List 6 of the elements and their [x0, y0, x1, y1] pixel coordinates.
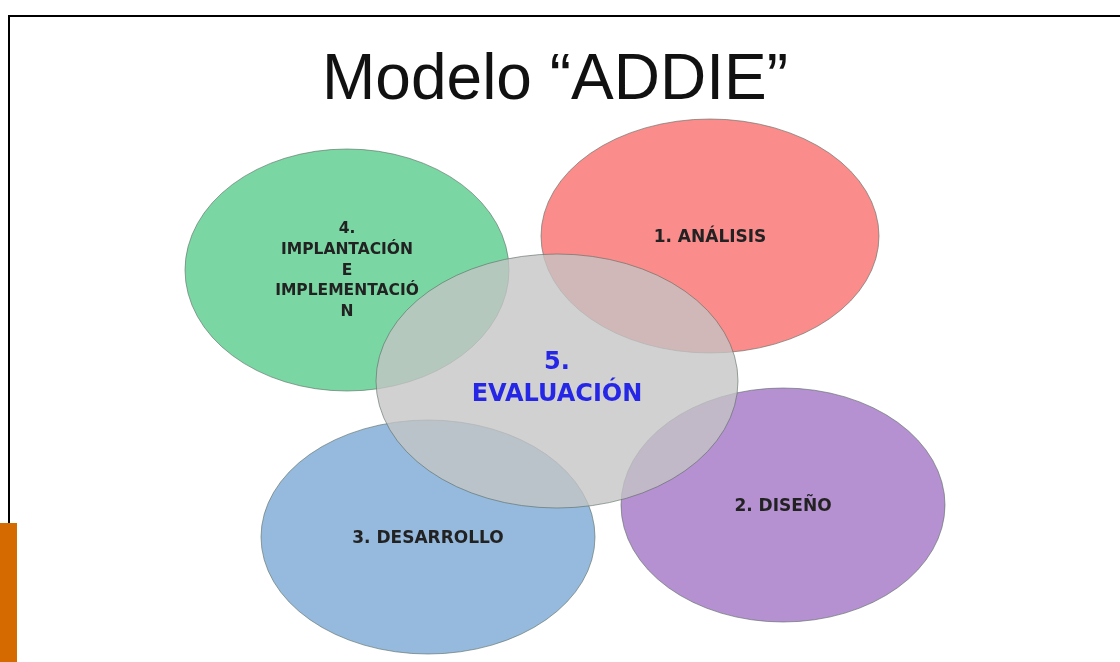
circle-label: 3. DESARROLLO — [351, 525, 505, 549]
circle-label: 5. EVALUACIÓN — [470, 345, 644, 409]
circle-label: 4. IMPLANTACIÓN E IMPLEMENTACIÓN — [274, 217, 420, 323]
circle-label: 2. DISEÑO — [733, 493, 833, 517]
title: Modelo “ADDIE” — [321, 40, 789, 114]
circle-label: 1. ANÁLISIS — [652, 224, 768, 248]
